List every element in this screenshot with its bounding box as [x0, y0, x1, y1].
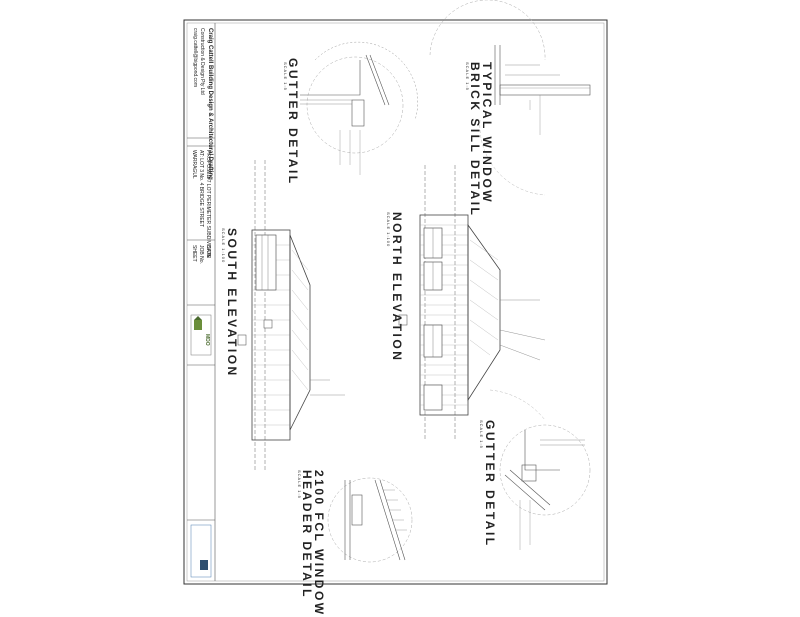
south-elevation-tag [237, 334, 247, 346]
job-label: JOB No. [198, 245, 204, 264]
logo-mark-icon [194, 320, 202, 330]
south-elevation [237, 160, 345, 470]
header-detail-scale: SCALE 1:5 [297, 470, 302, 499]
sheet-inner-border [186, 22, 605, 582]
header-detail-title-1: 2100 FCL WINDOW [312, 470, 326, 617]
south-elevation-title: SOUTH ELEVATION [225, 228, 239, 378]
window-header-detail [327, 477, 413, 563]
drawing-sheet: GUTTER DETAIL SCALE 1:5 TYPICAL WINDOW B… [183, 0, 608, 617]
window-sill-scale: SCALE 1:5 [465, 62, 470, 91]
sheet-label: SHEET [191, 245, 197, 262]
logo-roof-icon [194, 316, 202, 320]
north-elevation-title: NORTH ELEVATION [390, 212, 404, 363]
title-block [187, 23, 216, 581]
sheet-border [183, 19, 608, 585]
gutter-detail-top-scale: SCALE 1:5 [283, 62, 288, 91]
date-label: DATE [205, 245, 211, 258]
north-elevation [398, 165, 546, 440]
project-line-3: WARRAGUL [191, 150, 197, 179]
gutter-detail-bottom [489, 389, 591, 550]
gutter-detail-top [300, 41, 418, 175]
firm-email: craig.cattell@bigpond.com [192, 28, 198, 87]
project-line-2: AT: LOT 3 No. 4 BRIDGE STREET [198, 150, 204, 228]
header-detail-title-2: HEADER DETAIL [300, 470, 314, 599]
stamp-box [190, 524, 212, 578]
gutter-detail-bottom-title: GUTTER DETAIL [483, 420, 497, 548]
firm-line-2: Construction & Design Pty Ltd [199, 28, 205, 95]
window-sill-title-2: BRICK SILL DETAIL [468, 62, 482, 218]
north-elevation-scale: SCALE 1:100 [386, 212, 391, 248]
south-elevation-scale: SCALE 1:100 [221, 228, 226, 264]
logo-text: MDO [204, 334, 210, 346]
window-sill-detail [429, 0, 591, 196]
window-sill-title-1: TYPICAL WINDOW [480, 62, 494, 205]
gutter-detail-top-title: GUTTER DETAIL [286, 58, 300, 186]
drawing-canvas [183, 0, 608, 585]
project-line-1: PROPOSED 7 LOT PERIMETER SUBDIVISION [205, 150, 211, 258]
gutter-detail-bottom-scale: SCALE 1:5 [479, 420, 484, 449]
logo-box [190, 314, 212, 356]
stamp-seal-icon [200, 560, 208, 570]
north-elevation-tag [398, 314, 408, 326]
